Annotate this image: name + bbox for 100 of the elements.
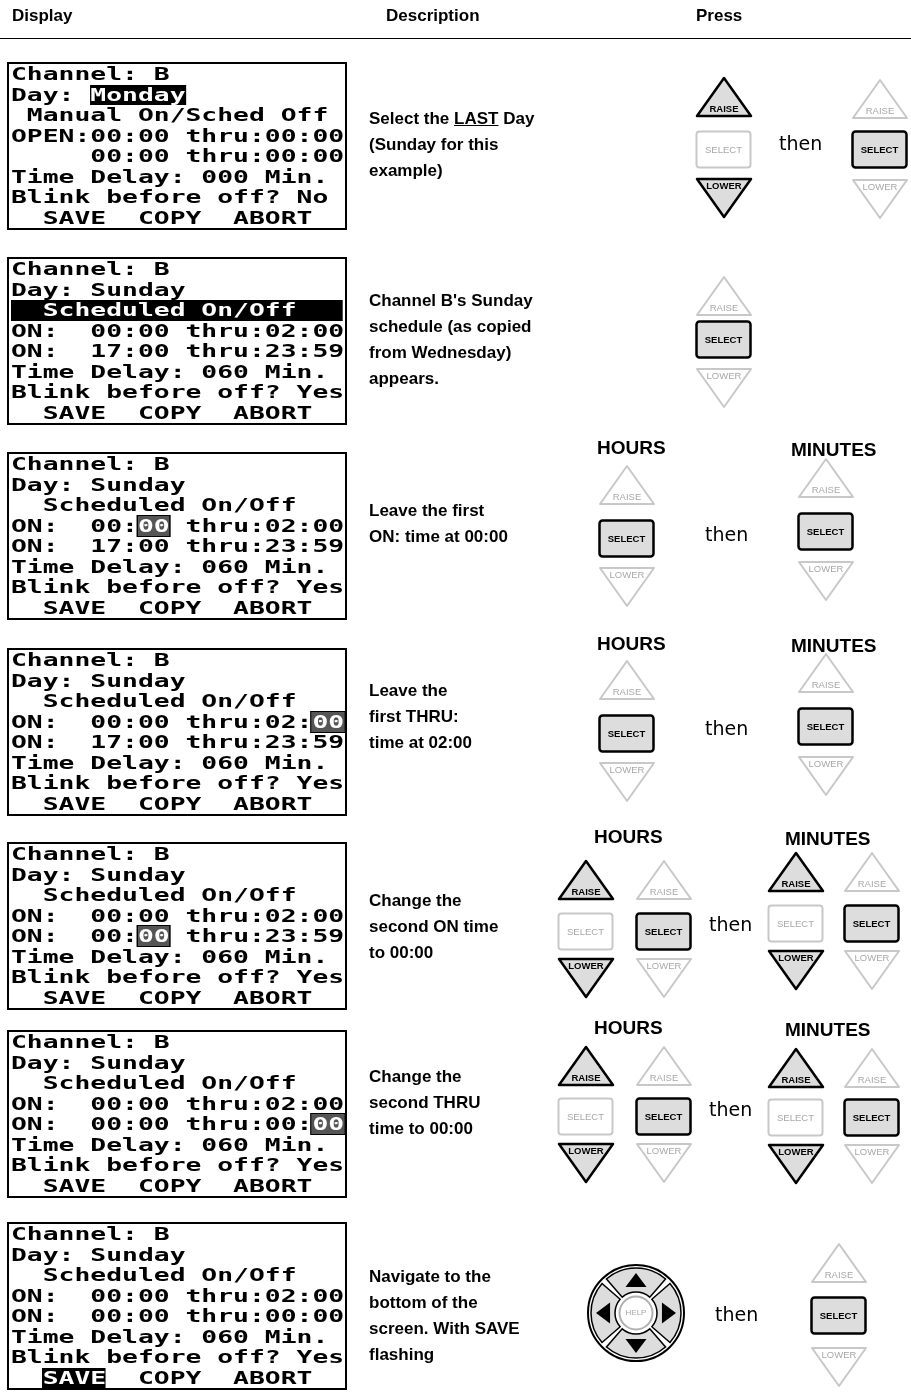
raise-button: RAISE [695,275,753,317]
raise-button: RAISE [598,659,656,701]
step-description: Leave the first ON: time at 00:00 [369,500,509,548]
select-button: SELECT [797,512,854,551]
lcd-text-line: Blink before off? Yes [11,1155,343,1176]
lcd-text-line: Time Delay: 060 Min. [11,752,330,773]
lcd-text-line: Time Delay: 060 Min. [11,361,330,382]
raise-button: RAISE [843,851,901,893]
lcd-text-line: ON: 17:00 thru:23:59 [11,732,343,753]
lower-button: LOWER [810,1346,868,1388]
lcd-text-line: ON: 00:00 thru:02:00 [11,1093,343,1114]
lower-button: LOWER [767,949,825,991]
column-header: Description [386,6,480,26]
sequence-word: then [705,717,749,739]
select-button: SELECT [695,130,752,169]
sequence-word: then [779,132,823,154]
lcd-text-line: SAVE COPY ABORT [41,793,314,814]
lower-button: LOWER [767,1143,825,1185]
lcd-text-line: SAVE COPY ABORT [41,1175,314,1196]
lcd-text-line: Day: Sunday [11,864,187,885]
sequence-word: then [709,913,753,935]
select-button: SELECT [767,904,824,943]
lcd-screen [7,1222,347,1390]
lcd-text-line: ON: 17:00 thru:23:59 [11,536,343,557]
raise-button: RAISE [851,78,909,120]
lcd-text-line: Scheduled On/Off [41,691,298,712]
raise-button: RAISE [557,859,615,901]
lcd-text-line: ON: 00:00 thru:02:00 [11,711,343,732]
lcd-screen [7,257,347,425]
raise-button: RAISE [843,1047,901,1089]
lcd-text-line: Channel: B [11,650,171,671]
lcd-text-line: Scheduled On/Off [41,1265,298,1286]
lcd-text-line: Time Delay: 060 Min. [11,556,330,577]
sequence-word: then [709,1098,753,1120]
lcd-text-line: Day: Sunday [11,1244,187,1265]
lower-button: LOWER [851,178,909,220]
group-heading: HOURS [597,437,666,459]
lower-button: LOWER [557,957,615,999]
select-button: SELECT [557,912,614,951]
lower-button: LOWER [797,755,855,797]
select-button: SELECT [767,1098,824,1137]
raise-button: RAISE [635,859,693,901]
lcd-text-line: ON: 00:00 thru:02:00 [11,320,343,341]
lcd-text-line: Day: Monday [11,84,187,105]
select-button: SELECT [598,519,655,558]
select-button: SELECT [851,130,908,169]
step-description: Channel B's Sunday schedule (as copied from Wednesday) appears. [369,290,534,390]
select-button: SELECT [557,1097,614,1136]
select-button: SELECT [797,707,854,746]
select-button: SELECT [810,1296,867,1335]
lower-button: LOWER [598,566,656,608]
lcd-text-line: Time Delay: 060 Min. [11,1326,330,1347]
step-description: Navigate to the bottom of the screen. With SAVE flashing [369,1266,521,1366]
lcd-text-line: Day: Sunday [11,279,187,300]
column-header: Display [12,6,73,26]
group-heading: HOURS [594,826,663,848]
lcd-text-line: ON: 00:00 thru:02:00 [11,1285,343,1306]
step-description: Change the second ON time to 00:00 [369,890,500,964]
lcd-text-line: Blink before off? Yes [11,382,343,403]
lower-button: LOWER [843,1143,901,1185]
lcd-text-line: 00:00 thru:00:00 [89,146,343,167]
lcd-text-line: Scheduled On/Off [41,495,298,516]
lower-button: LOWER [843,949,901,991]
raise-button: RAISE [797,457,855,499]
raise-button: RAISE [810,1242,868,1284]
lcd-screen [7,648,347,816]
raise-button: RAISE [767,851,825,893]
select-button: SELECT [635,912,692,951]
lcd-text-line: ON: 00:00 thru:02:00 [11,515,343,536]
select-button: SELECT [635,1097,692,1136]
lcd-text-line: Blink before off? Yes [11,967,343,988]
step-description: Change the second THRU time to 00:00 [369,1066,482,1140]
raise-button: RAISE [557,1045,615,1087]
lcd-text-line: Channel: B [11,64,171,85]
lcd-text-line: Scheduled On/Off [41,1073,298,1094]
group-heading: MINUTES [785,1019,871,1041]
lcd-text-line: ON: 00:00 thru:23:59 [11,926,343,947]
select-button: SELECT [843,904,900,943]
lcd-text-line: Time Delay: 000 Min. [11,166,330,187]
lcd-text-line: Channel: B [11,844,171,865]
step-description: Leave the first THRU: time at 02:00 [369,680,473,754]
lower-button: LOWER [695,177,753,219]
lcd-text-line: ON: 00:00 thru:00:00 [11,1114,343,1135]
lower-button: LOWER [695,367,753,409]
lcd-text-line: ON: 17:00 thru:23:59 [11,341,343,362]
help-button: HELP [618,1295,654,1331]
select-button: SELECT [598,714,655,753]
lcd-text-line: Blink before off? No [11,187,330,208]
lcd-text-line: Day: Sunday [11,1052,187,1073]
lcd-text-line: Channel: B [11,1224,171,1245]
column-header: Press [696,6,743,26]
group-heading: MINUTES [785,828,871,850]
sequence-word: then [715,1303,759,1325]
lower-button: LOWER [635,1142,693,1184]
lcd-text-line: Channel: B [11,259,171,280]
lcd-text-line: Scheduled On/Off [41,885,298,906]
lcd-screen [7,842,347,1010]
group-heading: HOURS [597,633,666,655]
lcd-text-line: OPEN:00:00 thru:00:00 [11,125,343,146]
lcd-screen [7,1030,347,1198]
